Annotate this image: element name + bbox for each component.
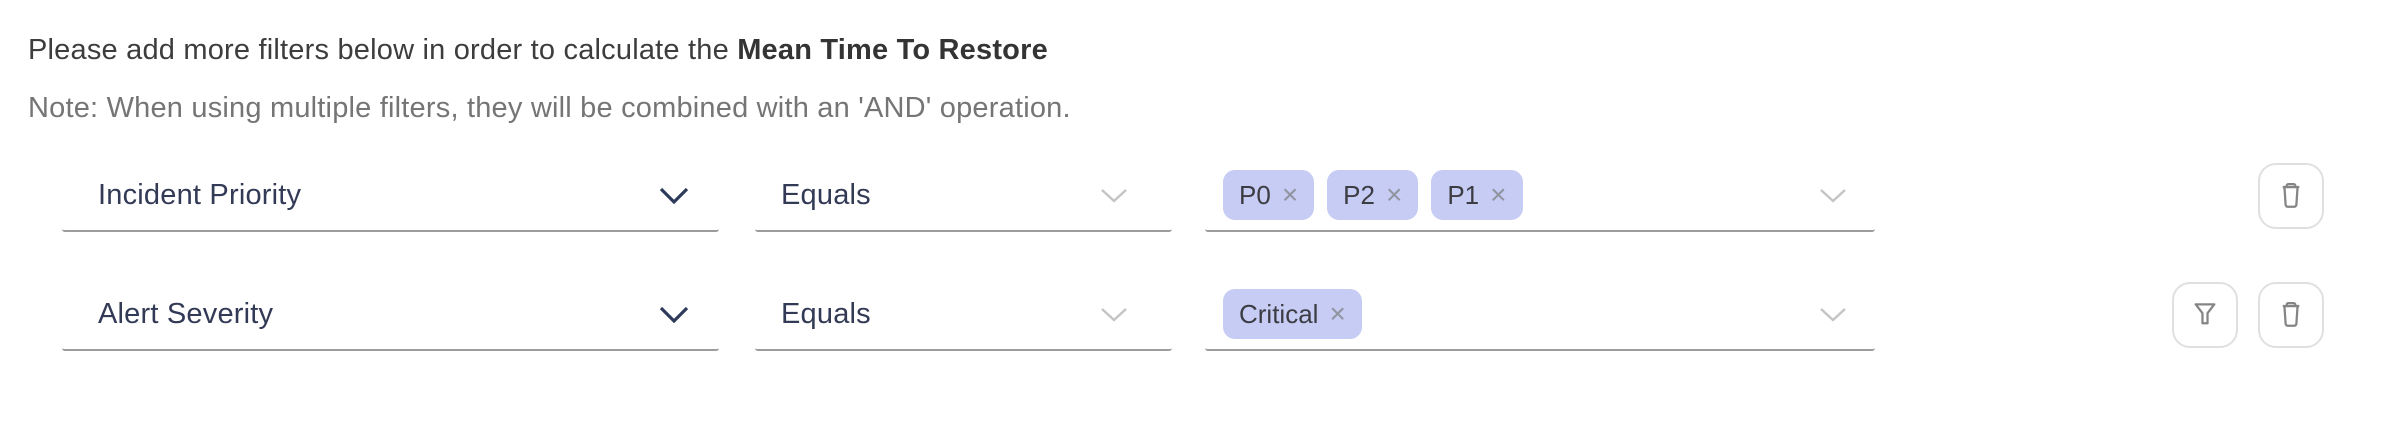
metric-name: Mean Time To Restore [737,34,1048,66]
trash-icon [2282,302,2300,327]
delete-filter-button[interactable] [2258,163,2324,229]
row-actions [2172,279,2324,351]
intro-text: Please add more filters below in order t… [28,30,2408,70]
chip-remove-icon[interactable]: × [1385,179,1403,210]
row-actions [2172,160,2324,232]
chip-label: P2 [1343,179,1375,210]
value-chip: P1 × [1431,170,1523,220]
chevron-down-icon [659,187,689,204]
field-select-row1[interactable]: Incident Priority [62,160,719,232]
value-chip: P0 × [1223,170,1315,220]
chip-label: P1 [1447,179,1480,210]
chevron-down-icon [1101,188,1127,203]
chip-list: Critical × [1223,289,1819,339]
chevron-down-icon [1820,188,1846,203]
values-multiselect-row2[interactable]: Critical × [1205,279,1875,351]
value-chip: Critical × [1223,289,1362,339]
chip-remove-icon[interactable]: × [1490,179,1507,210]
operator-select-value: Equals [781,178,871,211]
chip-remove-icon[interactable]: × [1281,179,1299,210]
apply-filter-button[interactable] [2172,282,2238,348]
operator-select-row2[interactable]: Equals [755,279,1172,351]
chip-label: Critical [1239,298,1319,329]
values-multiselect-row1[interactable]: P0 × P2 × P1 × [1205,160,1875,232]
delete-filter-button[interactable] [2258,282,2324,348]
chip-list: P0 × P2 × P1 × [1223,170,1819,220]
trash-icon [2282,183,2300,208]
funnel-filter-icon [2194,303,2216,325]
operator-select-row1[interactable]: Equals [755,160,1172,232]
field-select-row2[interactable]: Alert Severity [62,279,719,351]
filter-row-alert-severity: Alert Severity Equals Critical × [62,279,2408,351]
filter-row-incident-priority: Incident Priority Equals P0 × [62,160,2408,232]
chip-remove-icon[interactable]: × [1329,298,1346,329]
chevron-down-icon [659,306,689,323]
intro-text-prefix: Please add more filters below in order t… [28,34,738,66]
note-text: Note: When using multiple filters, they … [28,92,1071,124]
field-select-value: Alert Severity [98,297,274,330]
chip-label: P0 [1239,179,1271,210]
filter-rows: Incident Priority Equals P0 × [28,160,2408,351]
chevron-down-icon [1820,307,1846,322]
field-select-value: Incident Priority [98,178,302,211]
value-chip: P2 × [1327,170,1419,220]
chevron-down-icon [1101,307,1127,322]
operator-select-value: Equals [781,297,871,330]
